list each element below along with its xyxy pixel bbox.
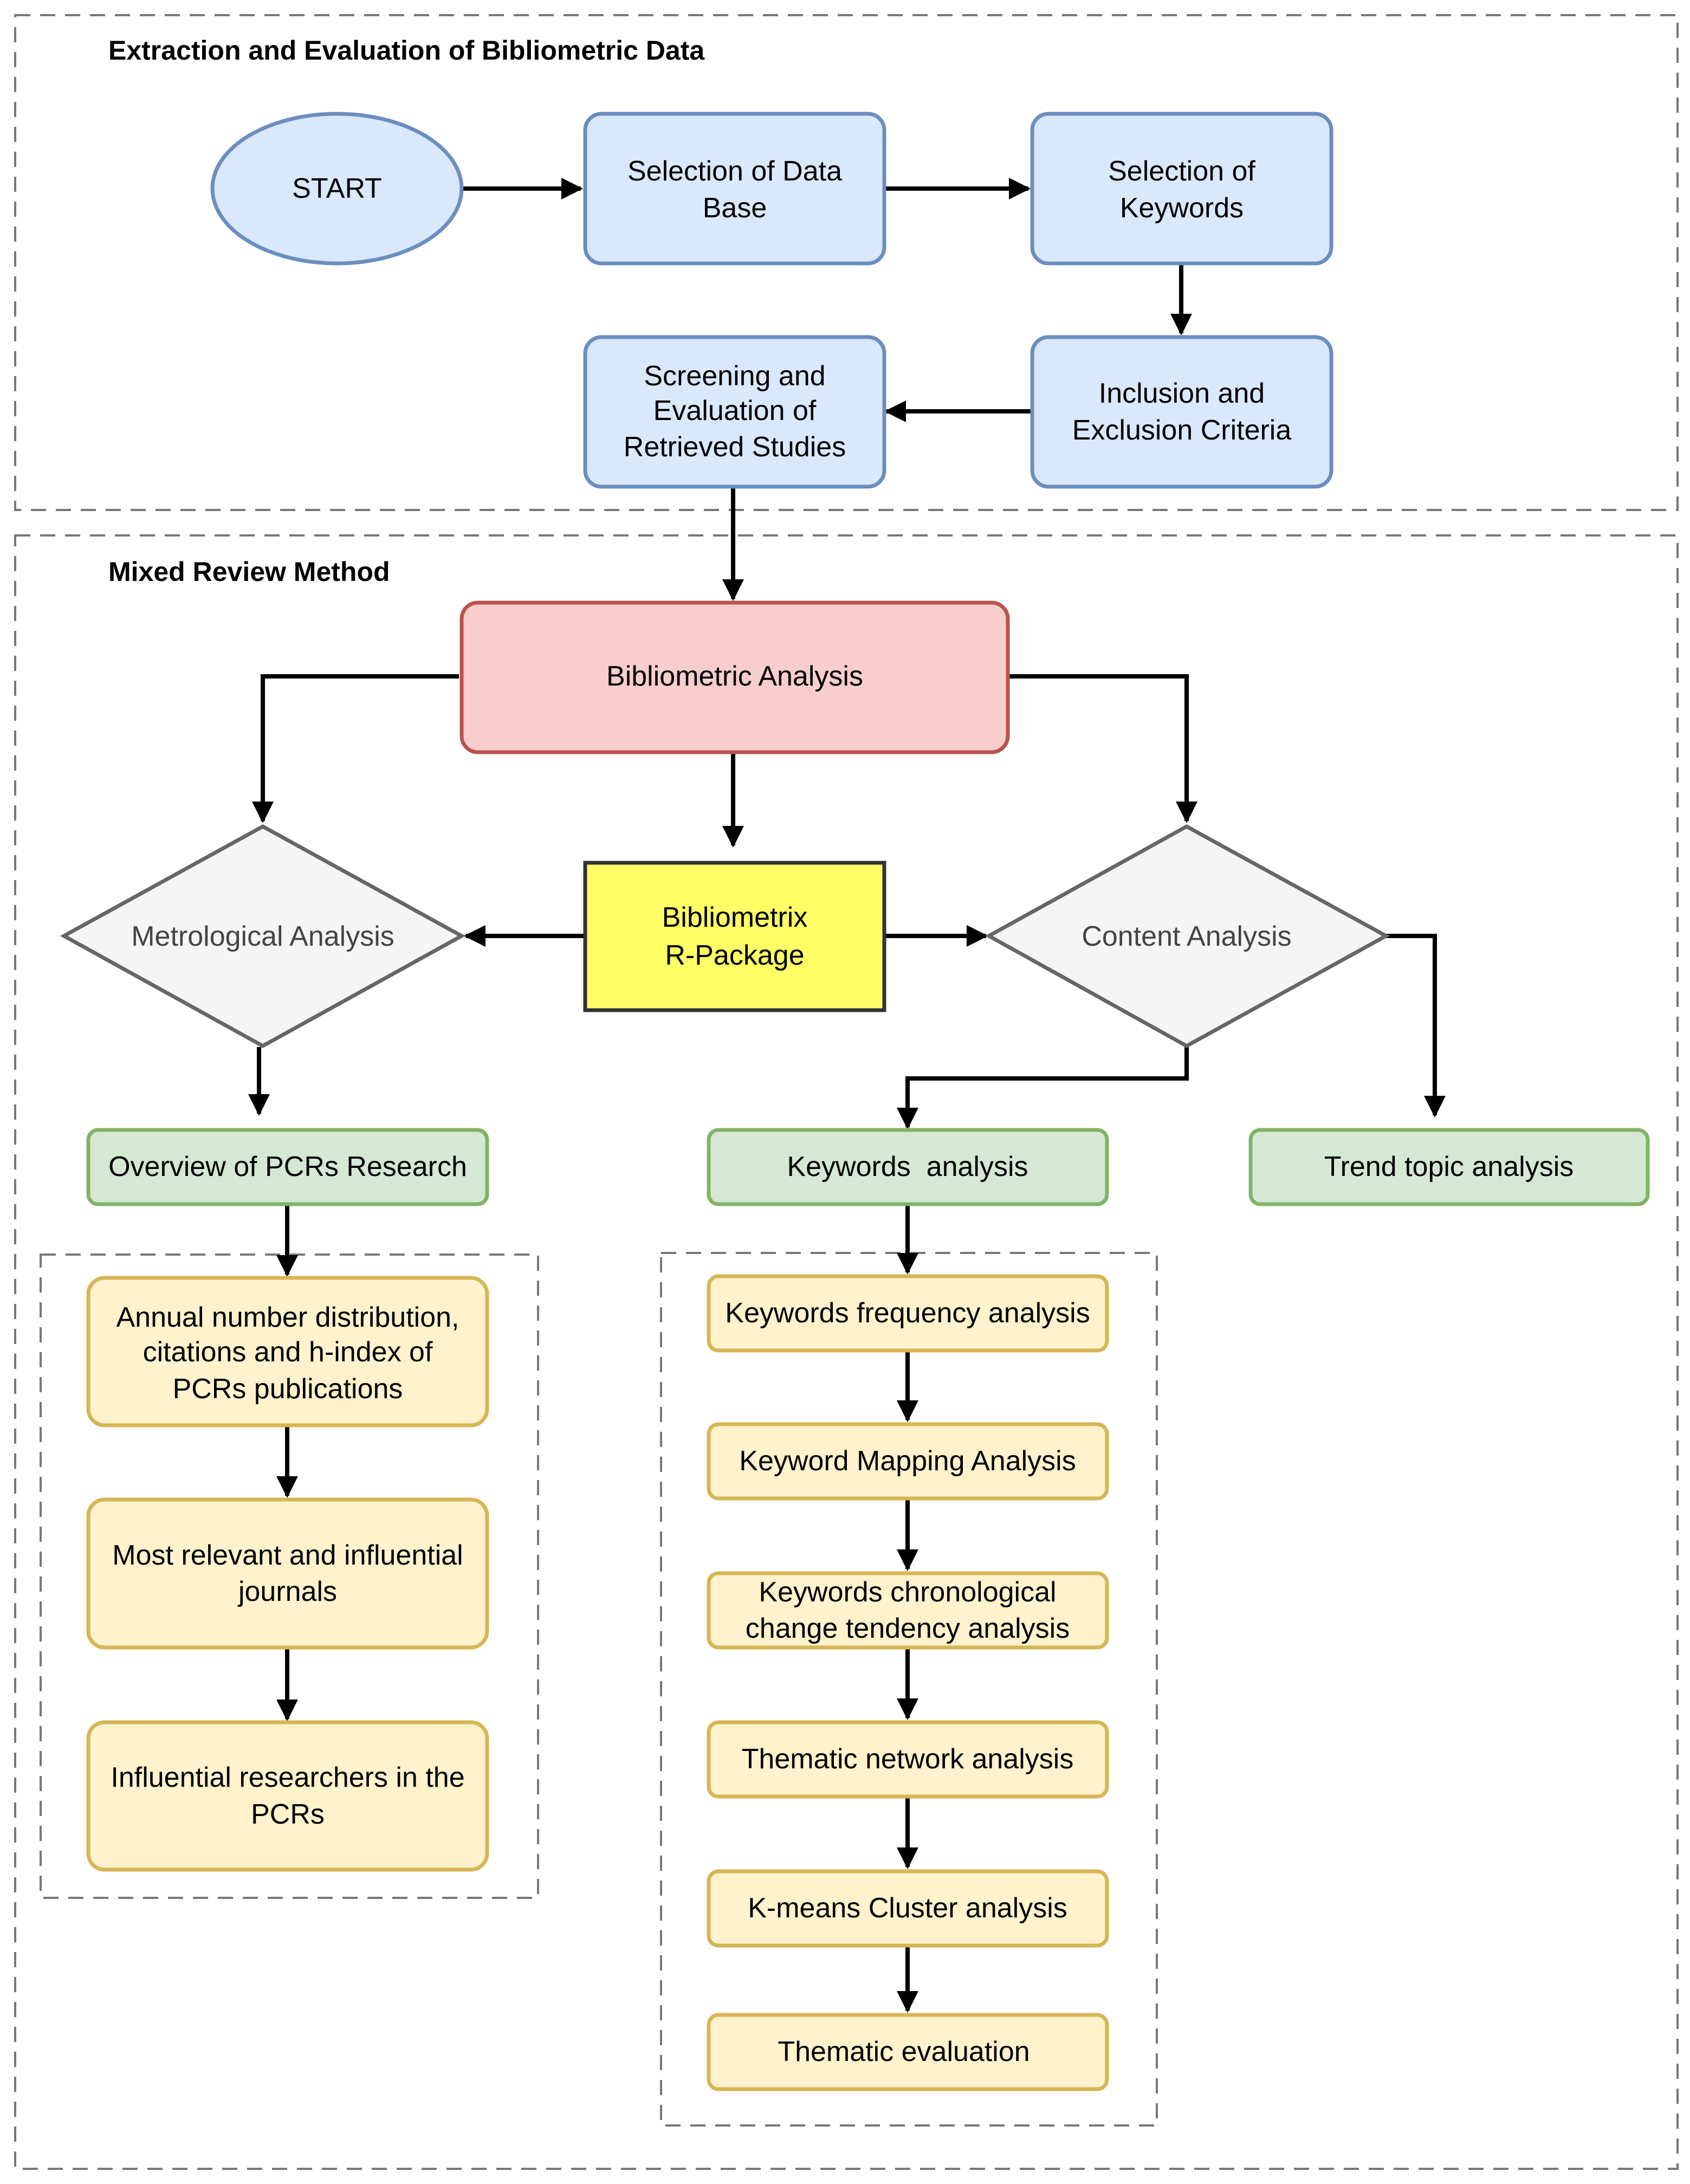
thematic-network-node: Thematic network analysis bbox=[707, 1720, 1109, 1799]
influential-researchers-node: Influential researchers in the PCRs bbox=[86, 1720, 489, 1872]
svg-text:Selection of: Selection of bbox=[1108, 156, 1255, 187]
keywords-group-border bbox=[660, 1252, 1158, 2127]
select-database-node: Selection of Data Base bbox=[583, 112, 886, 266]
arrow-content-to-trend bbox=[1386, 934, 1446, 1117]
svg-text:Content Analysis: Content Analysis bbox=[1082, 921, 1291, 952]
annual-distribution-node: Annual number distribution, citations an… bbox=[86, 1276, 489, 1427]
content-analysis-node: Content Analysis bbox=[985, 824, 1390, 1049]
svg-text:Screening and: Screening and bbox=[644, 360, 825, 392]
svg-text:Inclusion and: Inclusion and bbox=[1099, 378, 1265, 409]
svg-text:R-Package: R-Package bbox=[665, 940, 804, 971]
svg-text:Keywords: Keywords bbox=[1120, 192, 1244, 224]
svg-text:PCRs publications: PCRs publications bbox=[173, 1373, 403, 1405]
connectors bbox=[248, 178, 1446, 2013]
svg-text:Keywords analysis: Keywords analysis bbox=[787, 1151, 1028, 1183]
svg-text:K-means Cluster analysis: K-means Cluster analysis bbox=[748, 1892, 1067, 1924]
svg-text:Most relevant and influential: Most relevant and influential bbox=[112, 1540, 463, 1571]
svg-text:Thematic evaluation: Thematic evaluation bbox=[778, 2036, 1029, 2067]
svg-text:Thematic network analysis: Thematic network analysis bbox=[742, 1743, 1074, 1775]
svg-text:Selection of Data: Selection of Data bbox=[627, 156, 842, 187]
svg-text:Bibliometrix: Bibliometrix bbox=[662, 902, 808, 933]
svg-text:change tendency analysis: change tendency analysis bbox=[746, 1613, 1070, 1644]
inclusion-exclusion-node: Inclusion and Exclusion Criteria bbox=[1030, 335, 1333, 489]
svg-text:Base: Base bbox=[703, 192, 767, 224]
svg-text:Trend topic analysis: Trend topic analysis bbox=[1324, 1151, 1574, 1183]
arrow-content-to-keywords bbox=[897, 1047, 1189, 1129]
svg-text:Evaluation of: Evaluation of bbox=[653, 395, 817, 427]
svg-text:Annual number distribution,: Annual number distribution, bbox=[116, 1302, 459, 1333]
svg-text:Keywords chronological: Keywords chronological bbox=[759, 1576, 1056, 1608]
svg-text:Bibliometric Analysis: Bibliometric Analysis bbox=[606, 661, 863, 692]
arrow-bibliometric-to-content bbox=[1008, 674, 1197, 823]
svg-text:START: START bbox=[292, 173, 382, 204]
keywords-chronological-node: Keywords chronological change tendency a… bbox=[707, 1571, 1109, 1650]
svg-text:PCRs: PCRs bbox=[251, 1799, 325, 1830]
bibliometrix-node: Bibliometrix R-Package bbox=[583, 861, 886, 1012]
mixed-section-title: Mixed Review Method bbox=[108, 557, 390, 587]
svg-text:Overview of PCRs Research: Overview of PCRs Research bbox=[108, 1151, 467, 1183]
extraction-section-border bbox=[14, 14, 1679, 511]
thematic-evaluation-node: Thematic evaluation bbox=[707, 2013, 1109, 2091]
trend-topic-node: Trend topic analysis bbox=[1248, 1128, 1650, 1206]
relevant-journals-node: Most relevant and influential journals bbox=[86, 1497, 489, 1650]
svg-text:citations and h-index of: citations and h-index of bbox=[143, 1336, 433, 1368]
svg-text:Influential researchers in the: Influential researchers in the bbox=[111, 1762, 464, 1793]
kmeans-cluster-node: K-means Cluster analysis bbox=[707, 1869, 1109, 1948]
overview-node: Overview of PCRs Research bbox=[86, 1128, 489, 1206]
bibliometric-analysis-node: Bibliometric Analysis bbox=[459, 600, 1010, 754]
metrological-analysis-node: Metrological Analysis bbox=[60, 824, 466, 1048]
svg-text:Retrieved Studies: Retrieved Studies bbox=[624, 431, 846, 463]
svg-text:Exclusion Criteria: Exclusion Criteria bbox=[1072, 415, 1292, 446]
svg-text:Keyword Mapping Analysis: Keyword Mapping Analysis bbox=[739, 1445, 1076, 1477]
svg-text:Metrological Analysis: Metrological Analysis bbox=[131, 921, 394, 952]
mixed-section-border bbox=[14, 534, 1679, 2170]
arrow-bibliometric-to-metrological bbox=[252, 674, 459, 823]
keyword-mapping-node: Keyword Mapping Analysis bbox=[707, 1422, 1109, 1501]
keywords-analysis-node: Keywords analysis bbox=[707, 1128, 1109, 1206]
keywords-frequency-node: Keywords frequency analysis bbox=[707, 1274, 1109, 1353]
select-keywords-node: Selection of Keywords bbox=[1030, 112, 1333, 266]
svg-text:Keywords frequency analysis: Keywords frequency analysis bbox=[725, 1297, 1090, 1329]
screening-node: Screening and Evaluation of Retrieved St… bbox=[583, 335, 886, 489]
extraction-section-title: Extraction and Evaluation of Bibliometri… bbox=[108, 35, 705, 66]
start-node: START bbox=[210, 112, 464, 266]
svg-text:journals: journals bbox=[237, 1576, 337, 1607]
